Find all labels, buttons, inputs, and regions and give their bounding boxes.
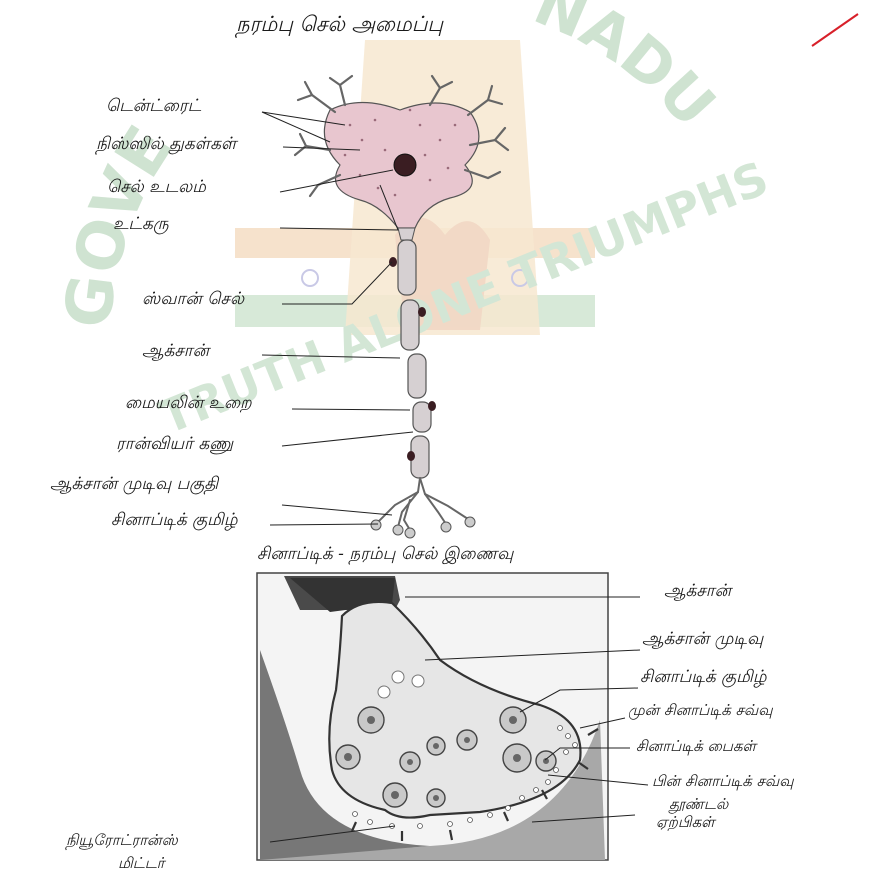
label-synaptic-knob-2: சினாப்டிக் குமிழ் — [640, 669, 767, 686]
label-presynaptic-membrane: முன் சினாப்டிக் சவ்வு — [628, 703, 773, 718]
label-axon-end: ஆக்சான் முடிவு — [642, 631, 763, 648]
label-neurotransmitter-line1: நியூரோட்ரான்ஸ் — [66, 833, 178, 848]
label-receptors-line2: ஏற்பிகள் — [656, 815, 715, 830]
label-synapse-axon: ஆக்சான் — [664, 583, 731, 600]
label-schwann-cell: ஸ்வான் செல் — [142, 291, 244, 308]
synapse-title: சினாப்டிக் - நரம்பு செல் இணைவு — [257, 546, 513, 563]
label-postsynaptic-membrane: பின் சினாப்டிக் சவ்வு — [652, 774, 794, 789]
label-axon: ஆக்சான் — [142, 343, 209, 360]
label-axon-terminal: ஆக்சான் முடிவு பகுதி — [50, 476, 218, 493]
label-cell-body: செல் உடலம் — [107, 179, 206, 196]
label-nucleus: உட்கரு — [113, 216, 169, 233]
label-synaptic-knob: சினாப்டிக் குமிழ் — [111, 512, 238, 529]
label-neurotransmitter-line2: மிட்டர் — [118, 856, 164, 871]
label-nissl-granules: நிஸ்ஸில் துகள்கள் — [96, 136, 236, 153]
label-synaptic-vesicles: சினாப்டிக் பைகள் — [636, 739, 756, 754]
label-myelin-sheath: மையலின் உறை — [125, 395, 252, 412]
label-dendrites: டென்ட்ரைட் — [106, 98, 201, 115]
neuron-title: நரம்பு செல் அமைப்பு — [236, 14, 443, 35]
label-node-of-ranvier: ரான்வியர் கணு — [116, 436, 233, 453]
label-receptors-line1: தூண்டல் — [669, 797, 728, 812]
